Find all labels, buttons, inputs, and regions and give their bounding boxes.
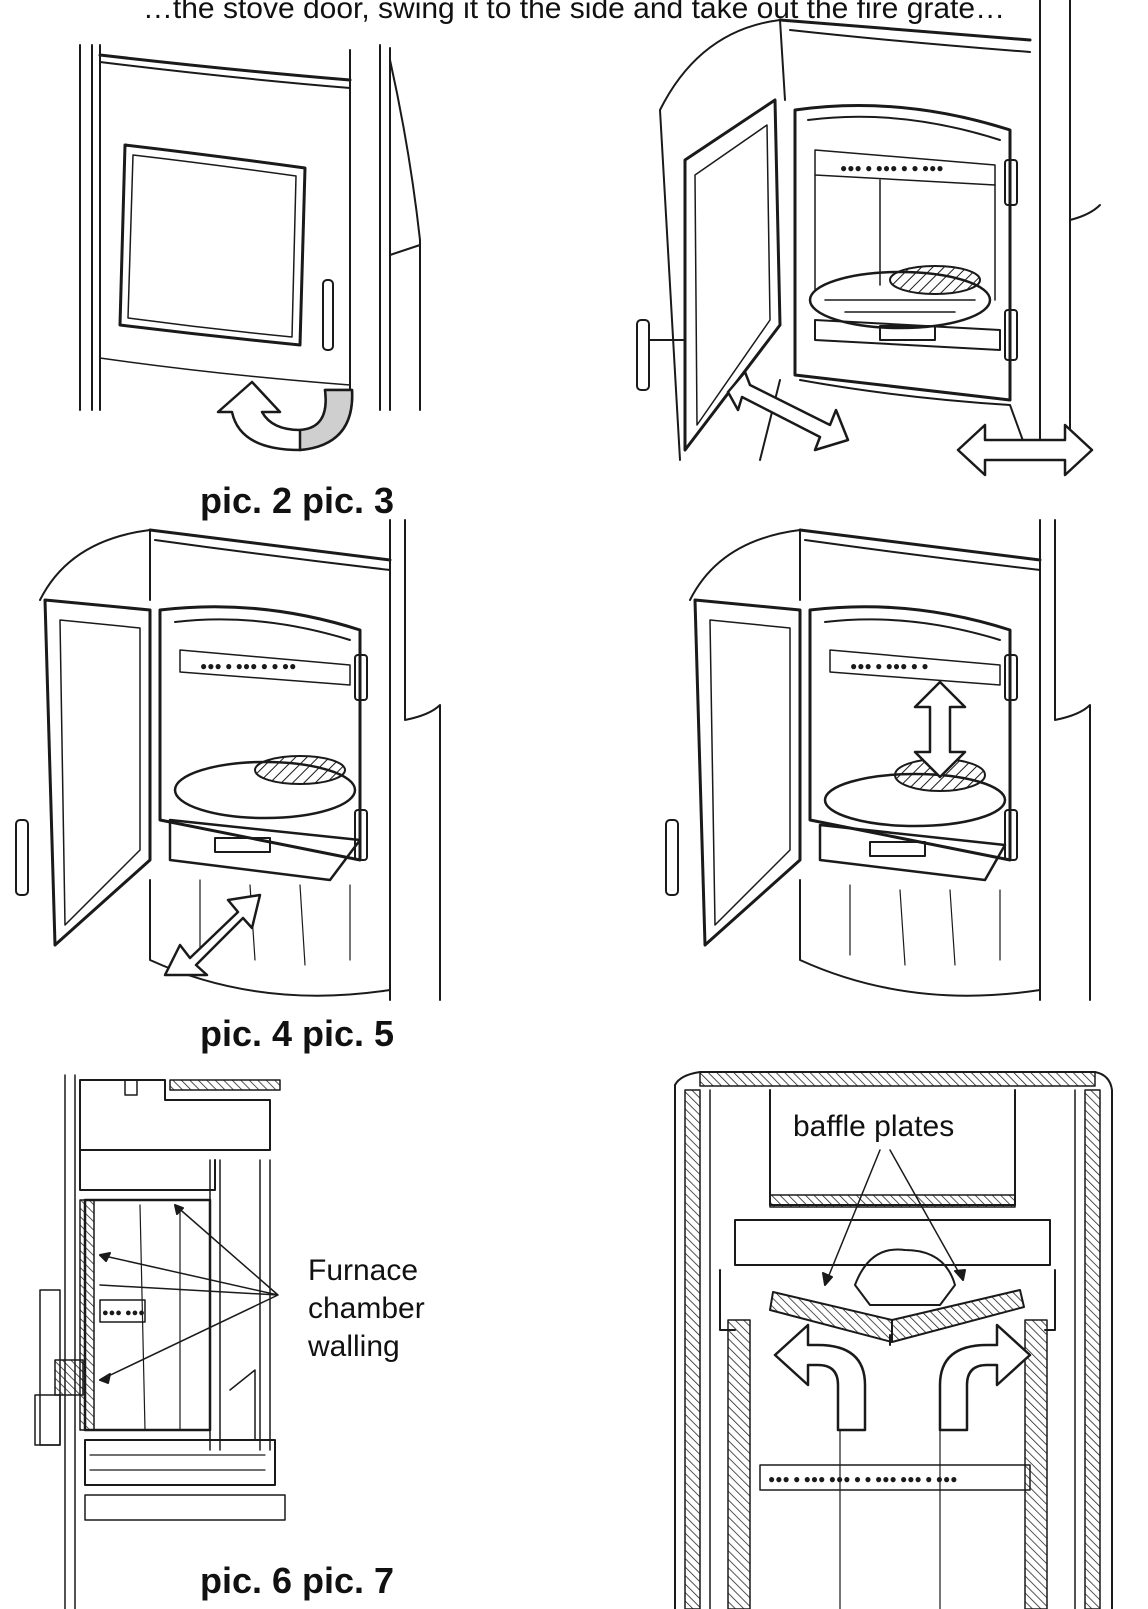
svg-text:●●● ● ●●● ●●● ● ● ●●● ●●● ● ●●: ●●● ● ●●● ●●● ● ● ●●● ●●● ● ●●● (768, 1472, 957, 1486)
double-arrow-icon (726, 370, 850, 452)
label-furnace-line3: walling (308, 1330, 400, 1363)
svg-text:●●● ● ●●● ● ● ●●: ●●● ● ●●● ● ● ●● (200, 659, 296, 673)
svg-text:●●● ●●●: ●●● ●●● (102, 1307, 145, 1319)
svg-text:●●● ● ●●● ● ●: ●●● ● ●●● ● ● (850, 659, 929, 673)
top-cut-text: …the stove door, swing it to the side an… (142, 0, 1006, 25)
label-furnace-line1: Furnace (308, 1254, 419, 1287)
pic3-stove-door-open: ●●● ● ●●● ● ● ●●● (636, 0, 1101, 461)
caption-row1: pic. 2 pic. 3 (200, 480, 395, 521)
double-arrow-icon (956, 423, 1094, 477)
rotate-arrow-icon (216, 380, 354, 452)
pic6-side-section: ●●● ●●● (34, 1074, 286, 1609)
label-baffle-plates: baffle plates (793, 1110, 955, 1143)
pic5-stove-baffle: ●●● ● ●●● ● ● (665, 519, 1091, 1001)
vertical-double-arrow-icon (913, 680, 967, 779)
double-arrow-icon (163, 893, 262, 977)
label-furnace-chamber-walling: Furnace chamber walling (308, 1252, 425, 1366)
up-curved-arrow-icon (773, 1323, 867, 1432)
label-furnace-line2: chamber (308, 1292, 425, 1325)
up-curved-arrow-icon (938, 1323, 1032, 1432)
pic4-stove-drawer-out: ●●● ● ●●● ● ● ●● (15, 519, 441, 1001)
caption-row2: pic. 4 pic. 5 (200, 1013, 395, 1054)
pic7-front-section: ●●● ● ●●● ●●● ● ● ●●● ●●● ● ●●● (674, 1071, 1113, 1609)
caption-row3: pic. 6 pic. 7 (200, 1560, 395, 1601)
pic2-stove-closed (79, 44, 421, 411)
svg-text:●●● ● ●●● ● ● ●●●: ●●● ● ●●● ● ● ●●● (840, 161, 944, 175)
